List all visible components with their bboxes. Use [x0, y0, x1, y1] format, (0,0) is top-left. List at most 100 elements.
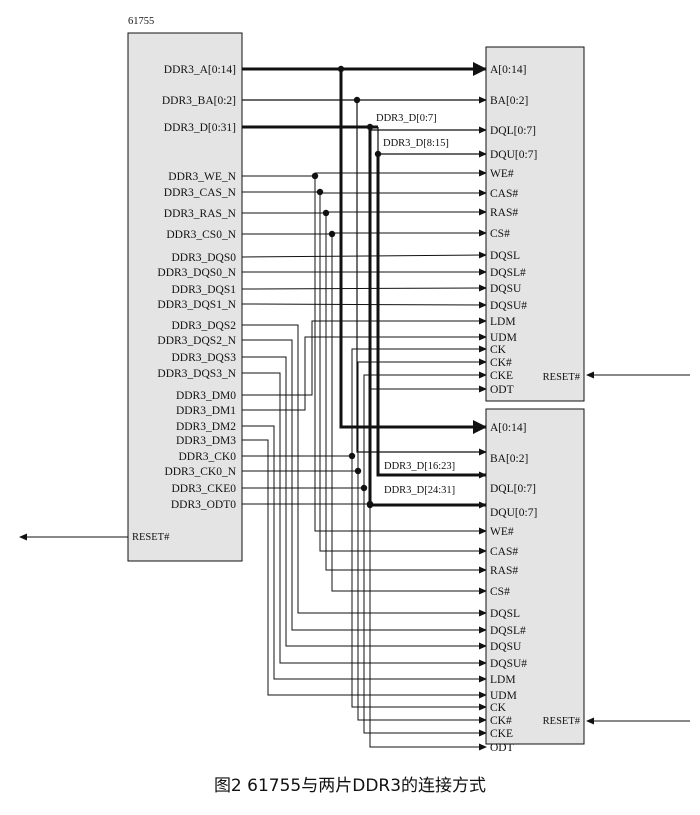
wire-dqs-bottom: [242, 356, 487, 650]
wire-ba-bottom: [356, 100, 487, 456]
wire-clk-bottom: [363, 488, 487, 737]
controller-pin-label: DDR3_CS0_N: [166, 229, 236, 241]
box-layer: [127, 32, 585, 745]
chip-bottom-pin-label: DQSU: [490, 641, 522, 653]
chip-top-pin-label: RAS#: [490, 207, 518, 219]
wire-clk-top: [351, 345, 487, 456]
chip-top-pin-label: BA[0:2]: [490, 95, 528, 107]
controller-pin-label: DDR3_RAS_N: [164, 208, 237, 220]
chip-top-pin-label: DQL[0:7]: [490, 125, 536, 137]
chip-top-pin-label: CS#: [490, 228, 510, 240]
wire-ctrl-top: [242, 229, 487, 237]
chip-top-pin-label: DQSL: [490, 250, 520, 262]
wire-ctrl-top: [242, 169, 487, 177]
wire-dqs-top: [241, 284, 487, 292]
chip-bottom-pin-label: CK: [490, 702, 507, 714]
chip-top-pin-label: DQSU: [490, 283, 522, 295]
chip-bottom-pin-label: CKE: [490, 728, 513, 740]
chip-bottom-reset-label: RESET#: [543, 716, 581, 727]
controller-pin-label: DDR3_CK0: [178, 451, 236, 463]
controller-pin-label: DDR3_DQS0_N: [157, 267, 236, 279]
wire-dqs-bottom: [242, 372, 487, 667]
chip-top-pin-label: CKE: [490, 370, 513, 382]
bus-label-d24-31: DDR3_D[24:31]: [384, 485, 455, 496]
wire-dqs-bottom: [242, 339, 487, 634]
controller-pin-label: DDR3_DM3: [176, 435, 236, 447]
bus-label-d0-7: DDR3_D[0:7]: [376, 113, 437, 124]
wire-clk-top: [369, 385, 487, 504]
chip-bottom-pin-label: DQSU#: [490, 658, 527, 670]
controller-pin-label: DDR3_DM0: [176, 390, 236, 402]
bus-label-d8-15: DDR3_D[8:15]: [383, 138, 449, 149]
wire-ldm-bottom: [242, 425, 487, 683]
controller-part-label: 61755: [128, 16, 154, 27]
chip-top-pin-label: CK#: [490, 357, 512, 369]
wire-ctrl-bottom: [314, 176, 487, 535]
controller-pin-label: DDR3_DQS2_N: [157, 335, 236, 347]
chip-bottom-pin-label: LDM: [490, 674, 516, 686]
wire-ctrl-bottom: [331, 234, 487, 595]
chip-top-pin-label: DQU[0:7]: [490, 149, 537, 161]
chip-top-pin-label: A[0:14]: [490, 64, 526, 76]
wire-dqs-top: [241, 251, 487, 259]
chip-bottom-pin-label: UDM: [490, 690, 517, 702]
controller-pin-label: DDR3_BA[0:2]: [162, 95, 236, 107]
chip-top-pin-label: UDM: [490, 332, 517, 344]
controller-pin-label: DDR3_D[0:31]: [164, 122, 236, 134]
figure-caption: 图2 61755与两片DDR3的连接方式: [213, 776, 487, 796]
chip-bottom-pin-label: ODT: [490, 742, 514, 754]
wire-dql-bottom: [376, 154, 487, 479]
chip-bottom-pin-label: DQSL: [490, 608, 520, 620]
controller-pin-label: DDR3_A[0:14]: [164, 64, 236, 76]
wire-dql-top: [369, 126, 487, 134]
chip-top-pin-label: DQSL#: [490, 267, 526, 279]
chip-top-pin-label: CAS#: [490, 188, 518, 200]
controller-pin-label: DDR3_WE_N: [168, 171, 236, 183]
controller-pin-label: DDR3_DM2: [176, 421, 236, 433]
controller-pin-label: DDR3_CK0_N: [164, 466, 236, 478]
controller-pin-label: DDR3_DM1: [176, 405, 236, 417]
chip-bottom-pin-label: DQU[0:7]: [490, 507, 537, 519]
controller-pin-label: DDR3_DQS1_N: [157, 299, 236, 311]
controller-pin-label: DDR3_DQS1: [171, 284, 236, 296]
ddr3-chip-bottom-box: [485, 408, 585, 745]
controller-pin-label: DDR3_ODT0: [171, 499, 236, 511]
chip-top-reset-label: RESET#: [543, 372, 581, 383]
wire-udm-top: [242, 333, 487, 411]
chip-top-pin-label: LDM: [490, 316, 516, 328]
wire-ctrl-top: [242, 208, 487, 216]
wire-addr-bottom: [339, 69, 487, 434]
controller-pin-label: DDR3_DQS0: [171, 252, 236, 264]
chip-top-pin-label: DQSU#: [490, 300, 527, 312]
bus-label-d16-23: DDR3_D[16:23]: [384, 461, 455, 472]
controller-pin-label: DDR3_DQS3: [171, 352, 236, 364]
wire-udm-bottom: [242, 439, 487, 699]
wire-dqu-bottom: [368, 130, 487, 509]
controller-pin-label: DDR3_DQS2: [171, 320, 236, 332]
wire-dqs-top: [241, 301, 487, 309]
ddr3-chip-top-box: [485, 46, 585, 402]
chip-bottom-pin-label: CS#: [490, 586, 510, 598]
wire-clk-top: [363, 371, 487, 488]
controller-pin-label: DDR3_CAS_N: [164, 187, 237, 199]
wire-dqs-bottom: [242, 324, 487, 617]
chip-top-pin-label: WE#: [490, 168, 514, 180]
wire-clk-bottom: [357, 471, 487, 724]
chip-top-pin-label: CK: [490, 344, 507, 356]
wire-clk-top: [357, 358, 487, 471]
chip-bottom-pin-label: DQSL#: [490, 625, 526, 637]
chip-bottom-pin-label: A[0:14]: [490, 422, 526, 434]
controller-box: [127, 32, 243, 562]
chip-bottom-pin-label: CAS#: [490, 546, 518, 558]
chip-bottom-pin-label: BA[0:2]: [490, 453, 528, 465]
wire-ctrl-bottom: [319, 192, 487, 555]
wire-clk-bottom: [351, 456, 487, 711]
chip-bottom-pin-label: DQL[0:7]: [490, 483, 536, 495]
chip-bottom-pin-label: WE#: [490, 526, 514, 538]
controller-pin-label: DDR3_CKE0: [171, 483, 236, 495]
wire-ctrl-top: [242, 189, 487, 197]
wire-ldm-top: [242, 317, 487, 396]
junction-dot: [366, 123, 374, 131]
